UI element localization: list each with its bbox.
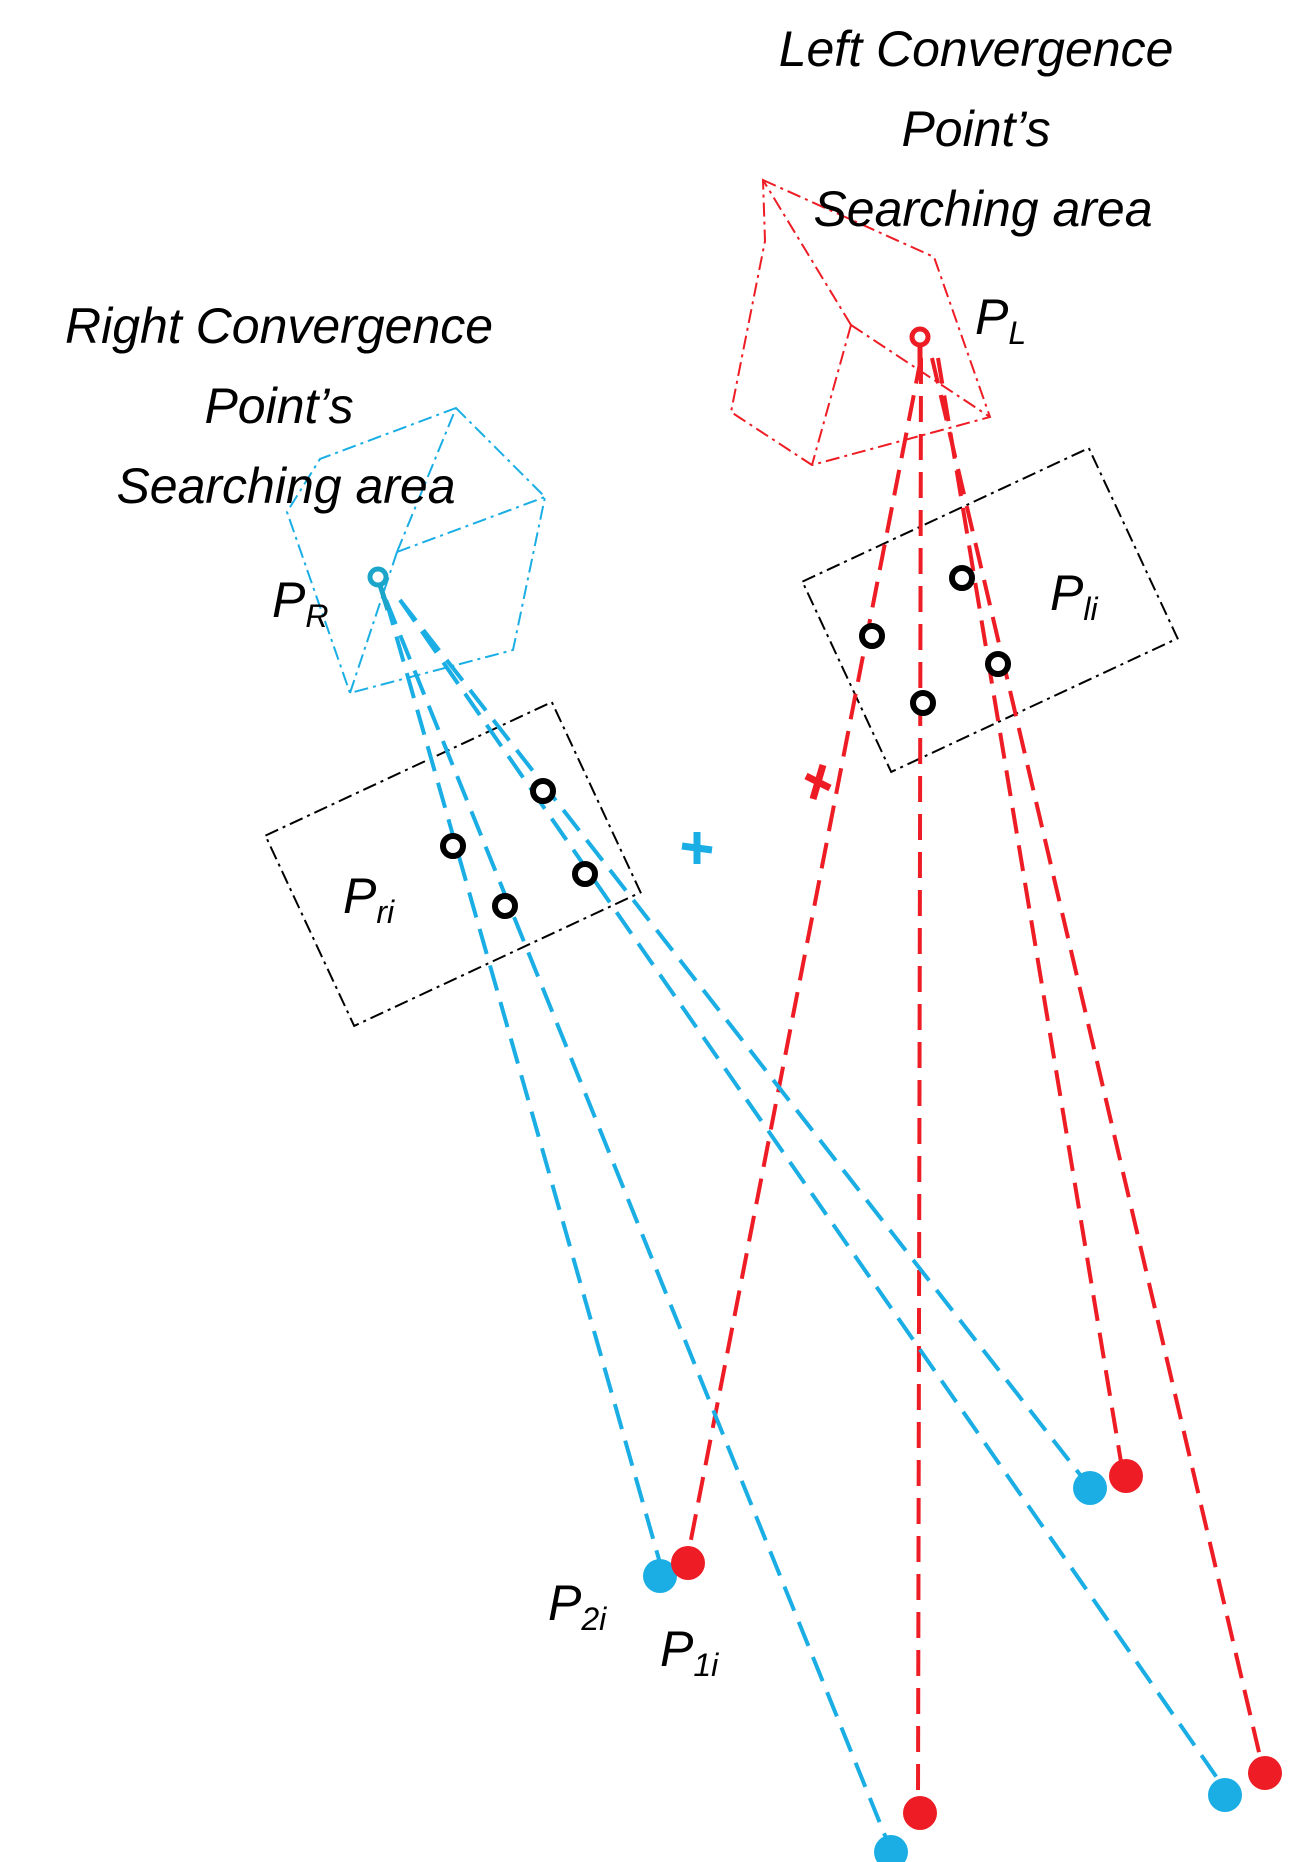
p-li-points — [859, 565, 1011, 716]
red-dot — [671, 1546, 705, 1580]
blue-dot — [874, 1835, 908, 1862]
blue-dot — [643, 1559, 677, 1593]
red-dot — [1109, 1459, 1143, 1493]
p-l-marker — [909, 326, 931, 370]
p-li-region — [801, 446, 1179, 774]
right-area-label: Right Convergence Point’s Searching area — [65, 298, 507, 514]
p-l-label: PL — [975, 289, 1026, 351]
blue-dot — [1073, 1471, 1107, 1505]
red-dot — [1248, 1756, 1282, 1790]
blue-dot — [1208, 1778, 1242, 1812]
p-ri-points — [440, 778, 598, 919]
endpoint-dots — [643, 1459, 1282, 1862]
p-li-label: Pli — [1050, 565, 1098, 627]
p-1i-label: P1i — [660, 1621, 719, 1683]
p-2i-label: P2i — [548, 1575, 607, 1637]
red-cross-marker — [804, 764, 832, 800]
right-searching-area — [285, 406, 547, 695]
red-dot — [903, 1796, 937, 1830]
blue-cross-marker — [681, 832, 713, 864]
p-r-marker — [367, 566, 391, 611]
left-rays — [686, 357, 1264, 1805]
left-area-label: Left Convergence Point’s Searching area — [779, 21, 1188, 237]
right-rays — [384, 598, 1224, 1844]
p-ri-region — [264, 700, 642, 1028]
p-ri-label: Pri — [343, 868, 395, 930]
p-r-label: PR — [272, 572, 328, 634]
